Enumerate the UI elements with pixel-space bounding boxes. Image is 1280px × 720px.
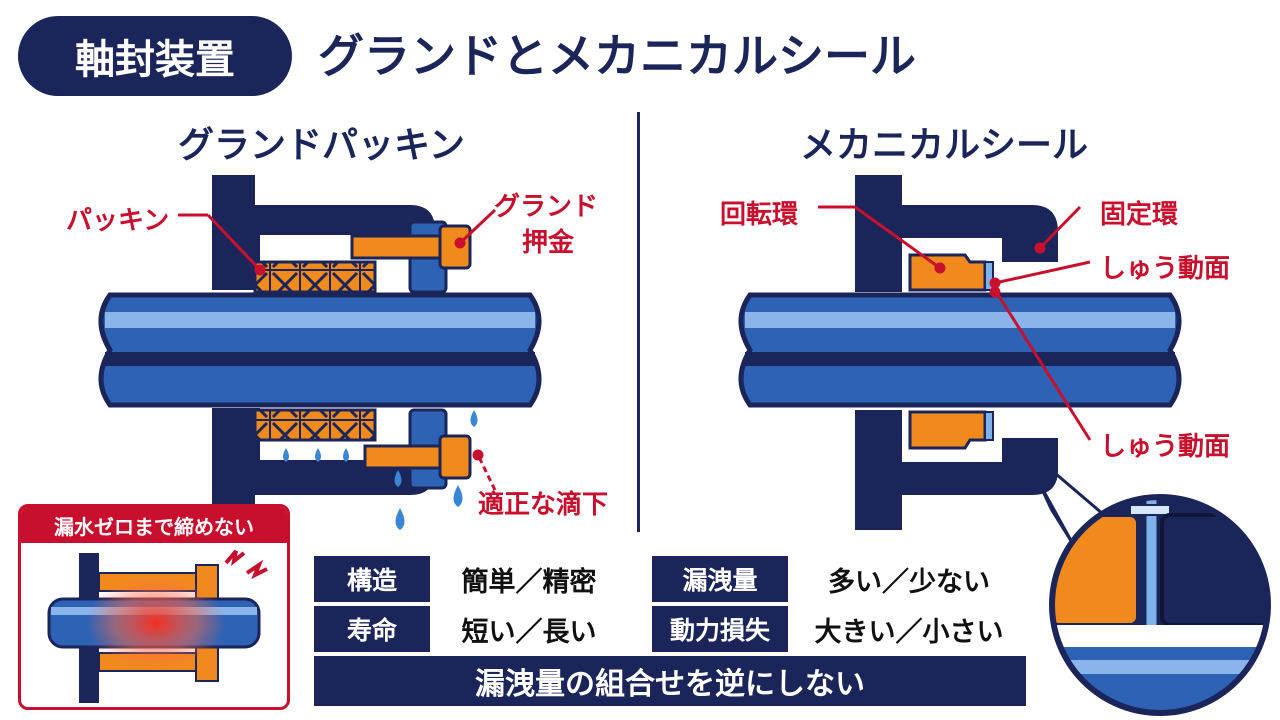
label-gland-line1: グランド (494, 192, 599, 222)
warning-inset: 漏水ゼロまで締めない (18, 504, 290, 710)
table-head-power-loss: 動力損失 (652, 606, 788, 652)
label-sliding-face-top: しゅう動面 (1100, 254, 1231, 284)
casing-lower (212, 408, 435, 530)
gland-nut-upper (438, 224, 472, 270)
water-drips (283, 410, 478, 530)
table-val-structure: 簡単／精密 (461, 566, 597, 598)
packing-rings-lower (253, 408, 377, 442)
mechanical-seal-diagram (738, 175, 1271, 716)
warning-title: 漏水ゼロまで締めない (21, 507, 287, 543)
over-tightened-diagram (47, 549, 268, 703)
right-section-title: メカニカルシール (800, 125, 1089, 166)
gland-bolt-lower (363, 444, 449, 470)
gland-bolt-upper (350, 234, 446, 260)
table-head-life: 寿命 (314, 606, 430, 652)
sliding-face-zoom (1049, 494, 1271, 716)
packing-rings-upper (253, 260, 377, 294)
table-val-life: 短い／長い (461, 616, 597, 648)
center-divider (637, 112, 640, 532)
casing-upper (212, 175, 435, 290)
table-val-power-loss: 大きい／小さい (814, 616, 1004, 648)
label-stationary-ring: 固定環 (1100, 200, 1179, 230)
section-tag: 軸封装置 (18, 16, 292, 96)
gland-packing-diagram (98, 175, 542, 530)
table-val-leakage: 多い／少ない (828, 566, 990, 598)
page-title: グランドとメカニカルシール (318, 29, 916, 83)
left-section-title: グランドパッキン (178, 125, 465, 166)
label-packing: パッキン (66, 206, 170, 236)
label-drip: 適正な滴下 (478, 490, 609, 520)
table-head-structure: 構造 (314, 556, 430, 602)
label-gland-line2: 押金 (522, 228, 575, 258)
gland-nut-lower (438, 434, 472, 480)
label-rotating-ring: 回転環 (720, 200, 799, 230)
footer-note: 漏洩量の組合せを逆にしない (314, 656, 1026, 706)
left-leader-lines (178, 208, 497, 491)
label-sliding-face-bottom: しゅう動面 (1100, 432, 1231, 462)
table-head-leakage: 漏洩量 (652, 556, 788, 602)
shaft-left (98, 292, 542, 408)
